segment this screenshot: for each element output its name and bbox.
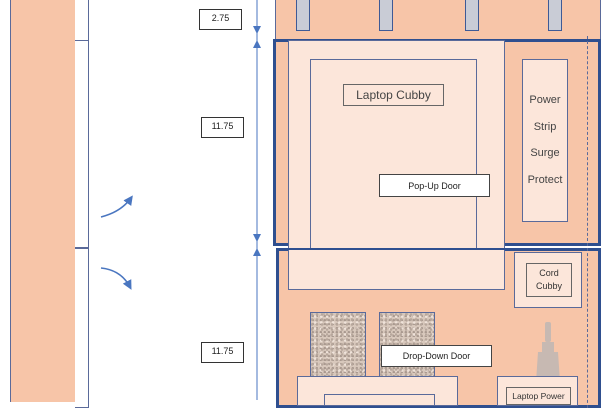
power-strip-line: Strip [533, 120, 557, 133]
left-wall-panel [10, 0, 76, 402]
dimension-top: 2.75 [199, 9, 242, 30]
left-wall-divider [75, 248, 89, 408]
swing-arrow-up [100, 195, 133, 218]
laptop-cubby-label: Laptop Cubby [343, 84, 444, 106]
cord-cubby-line: Cord [539, 268, 559, 278]
lower-inner-panel [288, 250, 505, 290]
cord-cubby-line: Cubby [535, 281, 562, 291]
dimension-line [253, 0, 261, 400]
dimension-middle: 11.75 [201, 117, 244, 138]
power-strip-line: Power [529, 94, 561, 106]
lower-front-inner [324, 394, 435, 406]
granite-block [310, 312, 366, 382]
dimension-bottom: 11.75 [201, 342, 244, 363]
power-strip-line: Protect [527, 173, 563, 186]
power-strip-line: Surge [530, 147, 560, 159]
power-strip-label: Power Strip Surge Protect [522, 87, 568, 193]
bar [548, 0, 562, 31]
laptop-power-label: Laptop Power [506, 387, 571, 405]
upper-right-edge [587, 36, 601, 246]
pop-up-door-label[interactable]: Pop-Up Door [379, 174, 490, 197]
bar [379, 0, 393, 31]
plug-icon [536, 322, 560, 382]
bar [296, 0, 310, 31]
door-swing-arrows [100, 195, 133, 290]
lower-right-edge [587, 248, 601, 408]
cord-cubby-label: Cord Cubby [526, 263, 572, 297]
power-strip-panel [522, 59, 568, 222]
bar [465, 0, 479, 31]
swing-arrow-down [100, 267, 132, 290]
left-wall-divider [75, 0, 89, 42]
drop-down-door-label[interactable]: Drop-Down Door [381, 345, 492, 367]
left-wall-divider [75, 40, 89, 248]
